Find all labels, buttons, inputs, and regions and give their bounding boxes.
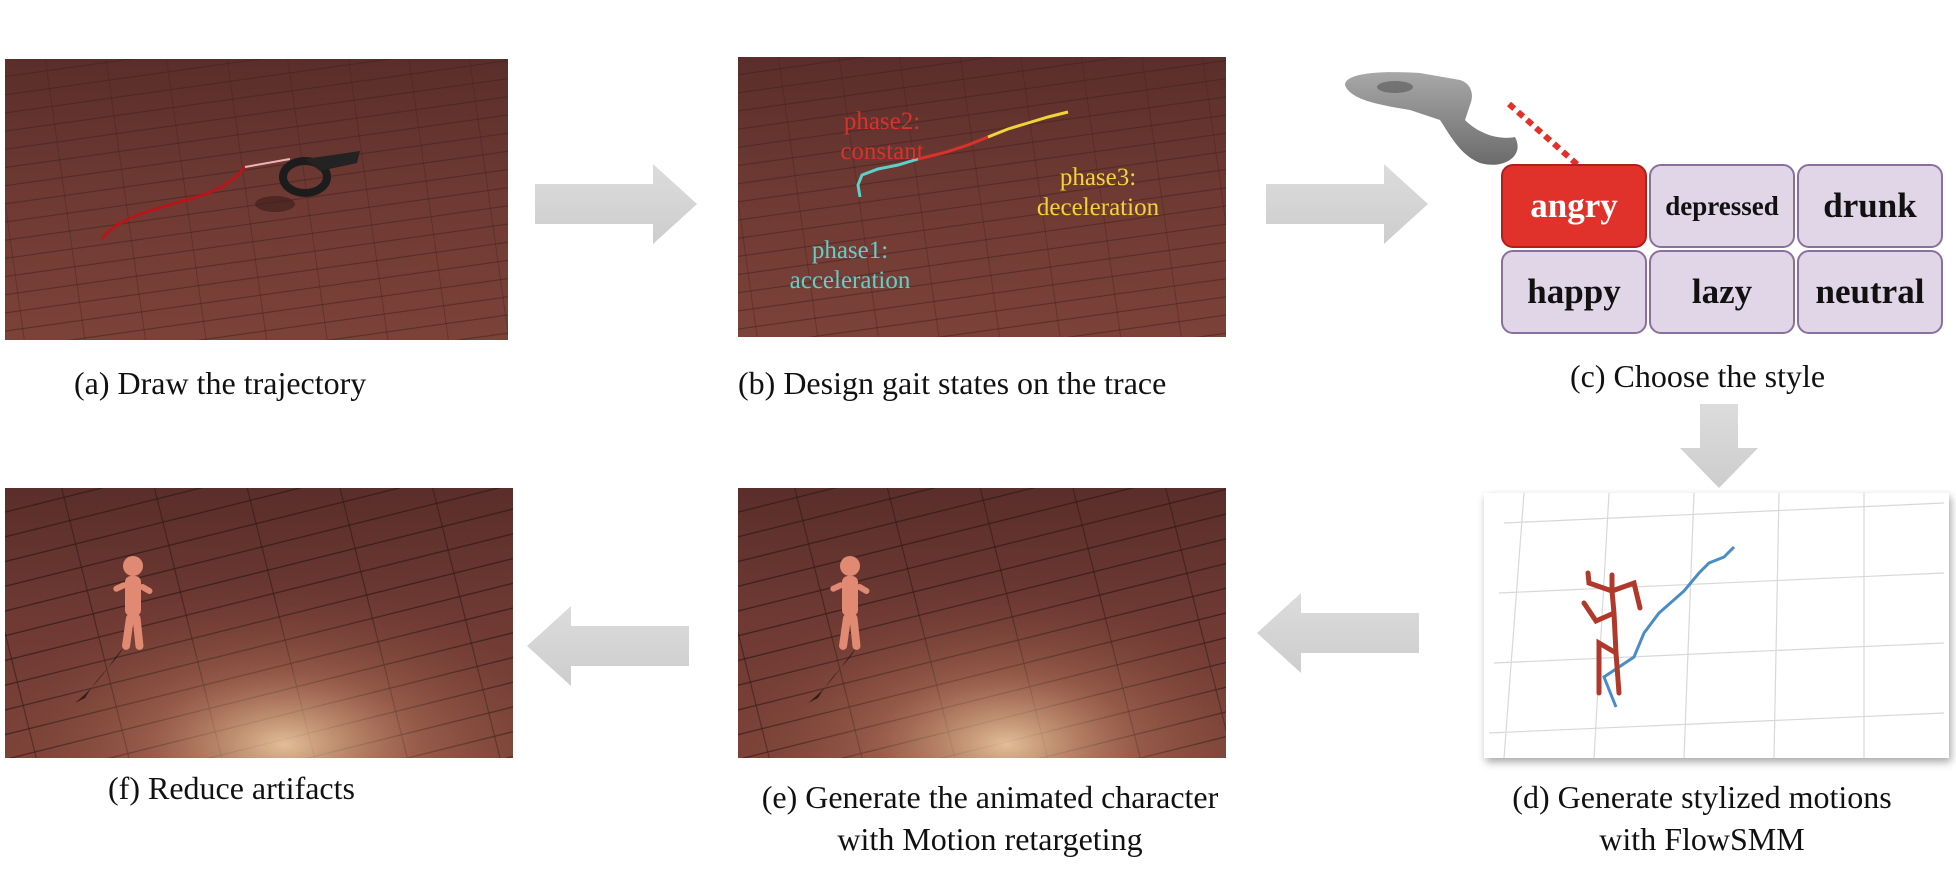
pointer-ray: [1507, 101, 1581, 169]
vr-controller-icon: [255, 151, 360, 212]
style-option-drunk[interactable]: drunk: [1797, 164, 1943, 248]
phase2-label: phase2: constant: [840, 108, 924, 165]
vr-controller-icon: [1345, 72, 1518, 165]
panel-d-stylized-motions: [1484, 493, 1949, 758]
phase2-trace: [917, 135, 989, 161]
style-option-neutral[interactable]: neutral: [1797, 250, 1943, 334]
panel-e-animated-character: [738, 488, 1226, 758]
panel-b-gait-states: [738, 57, 1226, 337]
panel-a-draw-trajectory: [5, 59, 508, 340]
arrow-right-icon: [535, 164, 697, 244]
arrow-left-icon: [527, 606, 689, 686]
phase3-label: phase3: deceleration: [1036, 164, 1160, 221]
phase3-trace: [987, 110, 1069, 139]
style-option-depressed[interactable]: depressed: [1649, 164, 1795, 248]
skeleton: [1581, 570, 1643, 696]
caption-e: (e) Generate the animated character with…: [761, 779, 1219, 857]
arrow-left-icon: [1257, 593, 1419, 673]
caption-c: (c) Choose the style: [1570, 358, 1826, 394]
panel-f-reduce-artifacts: [5, 488, 513, 758]
arrow-right-icon: [1266, 164, 1428, 244]
phase1-trace: [856, 157, 919, 198]
style-option-lazy[interactable]: lazy: [1649, 250, 1795, 334]
caption-d: (d) Generate stylized motions with FlowS…: [1512, 779, 1892, 857]
style-option-angry[interactable]: angry: [1501, 164, 1647, 248]
style-option-happy[interactable]: happy: [1501, 250, 1647, 334]
arrow-down-icon: [1680, 404, 1758, 488]
caption-b: (b) Design gait states on the trace: [738, 365, 1167, 401]
phase1-label: phase1: acceleration: [789, 237, 911, 294]
character-figure: [113, 556, 153, 650]
drawn-trajectory: [100, 166, 247, 240]
caption-f: (f) Reduce artifacts: [108, 770, 355, 806]
style-selector: angry depressed drunk happy lazy neutral: [1501, 164, 1943, 336]
character-figure: [830, 556, 870, 650]
caption-a: (a) Draw the trajectory: [74, 365, 367, 401]
